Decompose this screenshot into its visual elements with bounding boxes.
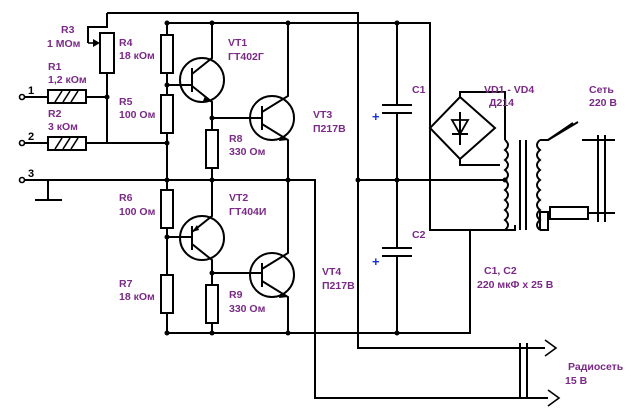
label-radio-val: 15 В bbox=[565, 375, 588, 387]
ground-symbol bbox=[35, 180, 62, 201]
label-mains-val: 220 В bbox=[589, 97, 617, 109]
transistor-vt4 bbox=[212, 180, 295, 333]
resistor-r7 bbox=[160, 274, 174, 333]
mains-plug bbox=[597, 135, 606, 222]
label-vt4-ref: VT4 bbox=[322, 266, 341, 278]
label-caps-ref: C1, C2 bbox=[484, 265, 517, 277]
label-r8-ref: R8 bbox=[229, 133, 243, 145]
label-r9-val: 330 Ом bbox=[229, 303, 266, 315]
label-r4-ref: R4 bbox=[119, 37, 133, 49]
label-vt3-val: П217В bbox=[313, 123, 346, 135]
label-vt4-val: П217В bbox=[322, 280, 355, 292]
label-r3-val: 1 МОм bbox=[47, 38, 81, 50]
label-vt1-val: ГТ402Г bbox=[228, 51, 264, 63]
label-c1-plus: + bbox=[372, 109, 380, 124]
junction-c2-bottom bbox=[394, 330, 400, 336]
junction-vt4-emitter bbox=[285, 330, 291, 336]
resistor-r9 bbox=[205, 273, 219, 333]
label-radio: Радиосеть bbox=[568, 361, 624, 373]
label-r2-ref: R2 bbox=[48, 108, 62, 120]
resistor-r6 bbox=[160, 180, 174, 275]
label-r6-val: 100 Ом bbox=[119, 206, 156, 218]
junction-vt3-collector bbox=[285, 20, 291, 26]
resistor-r8 bbox=[205, 118, 219, 180]
label-vt2-val: ГТ404И bbox=[229, 206, 266, 218]
label-r7-val: 18 кОм bbox=[119, 291, 155, 303]
junction-transformer-tap bbox=[502, 177, 508, 183]
junction-r2 bbox=[164, 140, 170, 146]
junction-r9-bottom bbox=[209, 330, 215, 336]
junction-bottom-left bbox=[164, 330, 170, 336]
label-vt1-ref: VT1 bbox=[228, 37, 247, 49]
resistor-r5 bbox=[160, 94, 174, 180]
upper-collector-rail bbox=[167, 22, 431, 128]
label-c2-plus: + bbox=[372, 254, 380, 269]
label-r2-val: 3 кОм bbox=[48, 121, 78, 133]
label-r4-val: 18 кОм bbox=[119, 50, 155, 62]
transistor-vt1 bbox=[167, 23, 225, 123]
junction-c1-top bbox=[394, 20, 400, 26]
input-terminal-3 bbox=[18, 176, 167, 184]
label-bridge-ref: VD1 - VD4 bbox=[484, 84, 534, 96]
junction-r4-top bbox=[164, 20, 170, 26]
label-input-3: 3 bbox=[28, 168, 34, 180]
junction-r1 bbox=[104, 94, 110, 100]
mains-switch bbox=[547, 121, 579, 141]
label-c1-ref: C1 bbox=[412, 84, 426, 96]
input-terminal-1 bbox=[18, 93, 48, 101]
potentiometer-r3 bbox=[87, 13, 115, 143]
junction-center-left bbox=[355, 177, 361, 183]
capacitor-c2 bbox=[382, 180, 412, 333]
junction-center-mid bbox=[394, 177, 400, 183]
label-caps-val: 220 мкФ х 25 В bbox=[477, 279, 554, 291]
label-vt3-ref: VT3 bbox=[313, 109, 332, 121]
label-r3-ref: R3 bbox=[61, 24, 75, 36]
label-r9-ref: R9 bbox=[229, 289, 243, 301]
label-input-2: 2 bbox=[28, 131, 34, 143]
junction-vt2-emitter bbox=[209, 270, 215, 276]
fuse bbox=[549, 206, 615, 220]
junction-mid-left bbox=[164, 177, 170, 183]
label-bridge-val: Д214 bbox=[489, 97, 514, 109]
label-r8-val: 330 Ом bbox=[229, 146, 266, 158]
label-r5-ref: R5 bbox=[119, 96, 133, 108]
diode-bridge-vd1-vd4 bbox=[428, 91, 506, 231]
label-c2-ref: C2 bbox=[412, 229, 426, 241]
label-r6-ref: R6 bbox=[119, 192, 133, 204]
transistor-vt2 bbox=[167, 180, 225, 273]
label-mains: Сеть bbox=[589, 84, 614, 96]
resistor-r1 bbox=[47, 89, 107, 104]
label-r1-val: 1,2 кОм bbox=[48, 74, 87, 86]
junction-vt1-collector bbox=[209, 20, 215, 26]
mid-output-wire bbox=[167, 179, 548, 399]
input-terminal-2 bbox=[18, 139, 48, 147]
output-connector bbox=[519, 339, 561, 407]
label-vt2-ref: VT2 bbox=[229, 192, 248, 204]
resistor-r2 bbox=[47, 136, 167, 151]
label-r7-ref: R7 bbox=[119, 278, 133, 290]
label-r5-val: 100 Ом bbox=[119, 109, 156, 121]
label-r1-ref: R1 bbox=[48, 61, 62, 73]
transistor-vt3 bbox=[212, 23, 295, 180]
label-input-1: 1 bbox=[28, 85, 34, 97]
capacitor-c1 bbox=[382, 23, 412, 180]
junction-vt1-emitter bbox=[209, 115, 215, 121]
lower-emitter-rail bbox=[167, 225, 516, 334]
